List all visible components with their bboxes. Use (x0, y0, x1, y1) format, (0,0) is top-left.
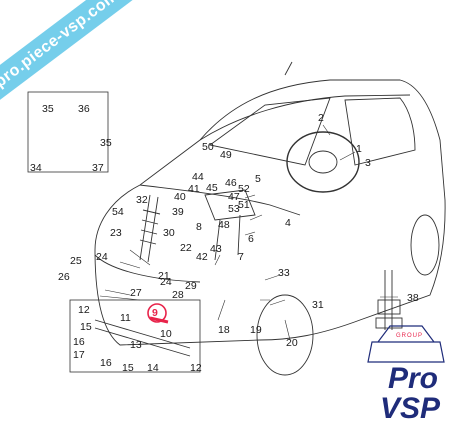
label-24b: 24 (160, 276, 172, 288)
label-18: 18 (218, 324, 230, 336)
label-6: 6 (248, 233, 254, 245)
label-36: 36 (78, 103, 90, 115)
label-15a: 15 (80, 321, 92, 333)
label-39: 39 (172, 206, 184, 218)
label-27: 27 (130, 287, 142, 299)
label-19: 19 (250, 324, 262, 336)
label-25: 25 (70, 255, 82, 267)
label-31: 31 (312, 299, 324, 311)
label-34: 34 (30, 162, 42, 174)
side-window (344, 97, 416, 166)
label-22: 22 (180, 242, 192, 254)
label-46: 46 (225, 177, 237, 189)
label-11: 11 (120, 312, 131, 324)
label-54: 54 (112, 206, 124, 218)
hood (139, 184, 301, 216)
label-2: 2 (318, 112, 324, 124)
label-52: 52 (238, 183, 250, 195)
label-29: 29 (185, 280, 197, 292)
label-45: 45 (206, 182, 218, 194)
label-1: 1 (356, 143, 362, 155)
inset-brake-box (27, 91, 109, 173)
label-15b: 15 (122, 362, 134, 374)
label-12b: 12 (190, 362, 202, 374)
steering-wheel (286, 131, 360, 193)
label-7: 7 (238, 251, 244, 263)
label-16a: 16 (73, 336, 85, 348)
front-bumper (94, 254, 201, 283)
label-20: 20 (286, 337, 298, 349)
label-9-highlighted[interactable]: 9 (152, 307, 158, 319)
label-44: 44 (192, 171, 204, 183)
label-24: 24 (96, 251, 108, 263)
highlight-ring-9 (147, 303, 167, 323)
label-17: 17 (73, 349, 85, 361)
label-16b: 16 (100, 357, 112, 369)
label-5: 5 (255, 173, 261, 185)
label-38: 38 (407, 292, 419, 304)
label-28: 28 (172, 289, 184, 301)
label-33: 33 (278, 267, 290, 279)
label-48: 48 (218, 219, 230, 231)
steering-rack (94, 319, 191, 357)
label-13: 13 (130, 339, 142, 351)
label-35a: 35 (42, 103, 54, 115)
label-40: 40 (174, 191, 186, 203)
car-icon (367, 325, 445, 363)
label-4: 4 (285, 217, 291, 229)
label-53: 53 (228, 203, 240, 215)
windshield (208, 97, 331, 166)
label-47: 47 (228, 191, 240, 203)
label-51: 51 (238, 199, 250, 211)
front-wheel (256, 294, 314, 376)
antenna (284, 61, 293, 76)
label-8: 8 (196, 221, 202, 233)
label-12: 12 (78, 304, 90, 316)
label-21: 21 (158, 270, 170, 282)
label-41: 41 (188, 183, 200, 195)
pedal-assembly (204, 189, 256, 261)
rear-wheel (410, 214, 440, 276)
label-26: 26 (58, 271, 70, 283)
label-3: 3 (365, 157, 371, 169)
label-35b: 35 (100, 137, 112, 149)
highlight-part-9 (149, 316, 169, 324)
front-strut (139, 194, 159, 263)
label-43: 43 (210, 243, 222, 255)
logo-vsp: VSP (380, 392, 441, 425)
label-49: 49 (220, 149, 232, 161)
logo-group-text: GROUP (396, 333, 424, 339)
label-37: 37 (92, 162, 104, 174)
label-30: 30 (163, 227, 175, 239)
label-10: 10 (160, 328, 172, 340)
inset-rack-box (69, 299, 201, 373)
label-50: 50 (202, 141, 214, 153)
logo-pro: Pro (388, 362, 439, 395)
label-23: 23 (110, 227, 122, 239)
label-14: 14 (147, 362, 159, 374)
roof-line (199, 94, 411, 141)
label-42: 42 (196, 251, 208, 263)
label-32: 32 (136, 194, 148, 206)
